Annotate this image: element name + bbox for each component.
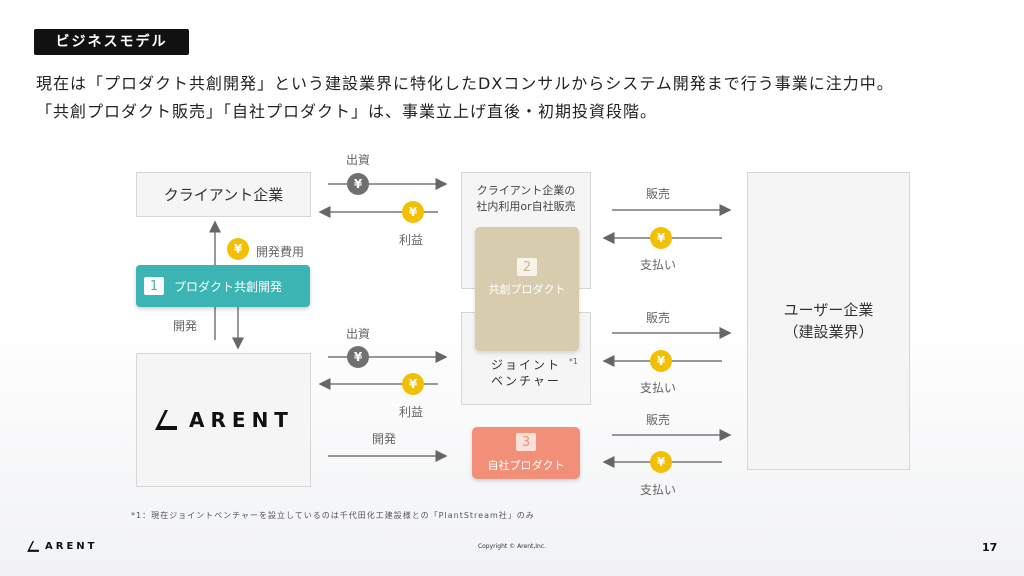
section-tag: ビジネスモデル <box>34 29 189 55</box>
jv-line2: ベンチャー <box>491 374 561 388</box>
arent-logo-icon <box>27 541 39 552</box>
yen-coin-icon: ¥ <box>650 451 672 473</box>
arent-box: ARENT <box>136 353 311 487</box>
lead-line-1: 現在は「プロダクト共創開発」という建設業界に特化したDXコンサルからシステム開発… <box>36 74 894 93</box>
invest-label-1: 出資 <box>346 153 371 167</box>
jv-line1: ジョイント <box>490 358 561 372</box>
profit-label-1: 利益 <box>399 233 424 247</box>
product-dev-label: プロダクト共創開発 <box>174 279 283 294</box>
own-product-box: 3 自社プロダクト <box>472 427 580 479</box>
copyright: Copyright © Arent,Inc. <box>477 543 547 550</box>
yen-coin-icon: ¥ <box>402 201 424 223</box>
dev-fee-label: 開発費用 <box>256 245 305 259</box>
yen-coin-icon: ¥ <box>347 346 369 368</box>
yen-coin-icon: ¥ <box>347 173 369 195</box>
sales-label-1: 販売 <box>646 187 671 201</box>
client-box: クライアント企業 <box>136 172 311 217</box>
client-internal-line2: 社内利用or自社販売 <box>476 200 576 213</box>
cocreate-number: 2 <box>517 258 537 276</box>
page-number: 17 <box>982 541 998 554</box>
users-line1: ユーザー企業 <box>783 301 874 319</box>
cocreate-label: 共創プロダクト <box>488 283 566 296</box>
cocreate-product-box: 2 共創プロダクト <box>475 227 579 351</box>
develop-right-label: 開発 <box>372 432 397 446</box>
yen-coin-icon: ¥ <box>227 238 249 260</box>
pay-label-3: 支払い <box>640 483 677 497</box>
pay-label-1: 支払い <box>640 258 677 272</box>
client-internal-line1: クライアント企業の <box>476 184 576 197</box>
sales-label-2: 販売 <box>646 311 671 325</box>
product-dev-number: 1 <box>144 277 164 295</box>
footer-logo-text: ARENT <box>45 541 98 552</box>
develop-down-label: 開発 <box>173 319 198 333</box>
yen-coin-icon: ¥ <box>402 373 424 395</box>
own-product-label: 自社プロダクト <box>487 459 565 472</box>
arent-logo-text: ARENT <box>189 408 294 432</box>
invest-label-2: 出資 <box>346 327 371 341</box>
jv-note-mark: *1 <box>568 357 578 366</box>
footer-logo: ARENT <box>26 540 97 553</box>
profit-label-2: 利益 <box>399 405 424 419</box>
users-line2: （建設業界） <box>783 323 874 341</box>
pay-label-2: 支払い <box>640 381 677 395</box>
arent-logo-icon <box>155 410 178 430</box>
user-companies-box: ユーザー企業 （建設業界） <box>747 172 910 470</box>
product-cocreation-dev-box: 1 プロダクト共創開発 <box>136 265 310 307</box>
client-label: クライアント企業 <box>163 186 284 204</box>
own-product-number: 3 <box>516 433 536 451</box>
sales-label-3: 販売 <box>646 413 671 427</box>
yen-coin-icon: ¥ <box>650 350 672 372</box>
yen-coin-icon: ¥ <box>650 227 672 249</box>
lead-line-2: 「共創プロダクト販売」「自社プロダクト」は、事業立上げ直後・初期投資段階。 <box>36 102 658 121</box>
footnote: *1：現在ジョイントベンチャーを設立しているのは千代田化工建設様との「Plant… <box>131 511 535 520</box>
